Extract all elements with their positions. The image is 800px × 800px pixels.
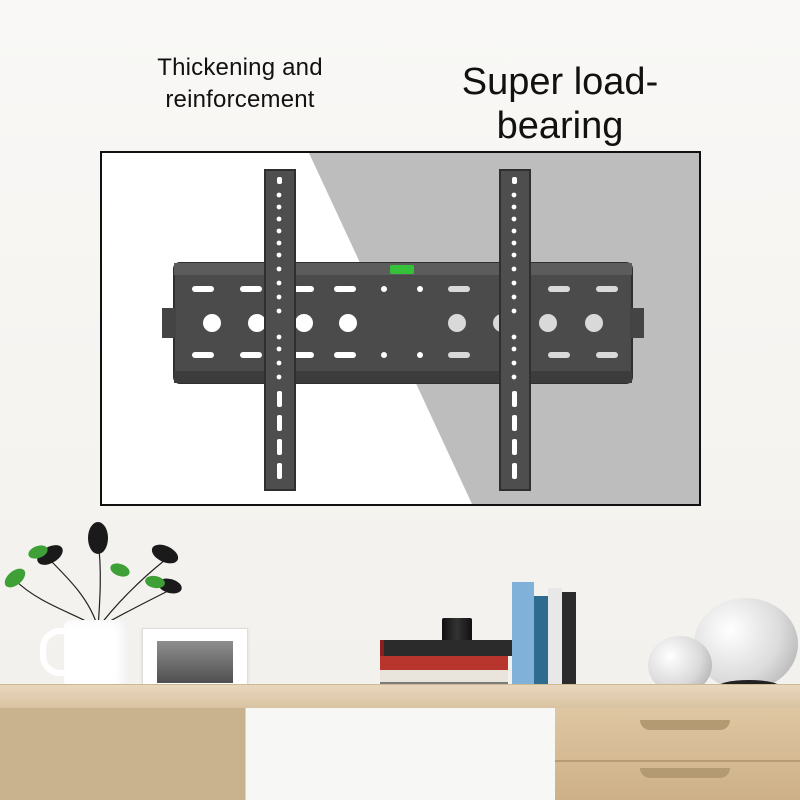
- upright-book-3: [548, 588, 562, 692]
- plant-leaves: [4, 522, 182, 629]
- stack-book-2: [380, 656, 508, 670]
- cabinet-left-panel: [0, 708, 245, 800]
- vase-handle: [40, 628, 76, 676]
- white-vase: [64, 620, 128, 696]
- bracket-bottom-slots: [192, 352, 618, 358]
- caption-load-bearing: Super load-bearing: [461, 61, 659, 147]
- upright-book-1: [512, 582, 534, 692]
- drawer-handle-bottom: [640, 768, 730, 778]
- bracket-left-tab: [162, 308, 176, 338]
- stack-book-3: [380, 670, 508, 682]
- cabinet-middle-door: [245, 708, 556, 800]
- upright-book-4: [562, 592, 576, 692]
- bubble-level-icon: [390, 265, 414, 274]
- upright-book-2: [534, 596, 548, 692]
- decor-sphere-large: [694, 598, 798, 690]
- drawer-handle-top: [640, 720, 730, 730]
- upright-books: [512, 582, 578, 692]
- caption-thickening-line2: reinforcement: [165, 86, 315, 113]
- drawer-divider: [555, 760, 800, 762]
- photo-image: [157, 641, 233, 683]
- cabinet-top: [0, 684, 800, 709]
- bracket-main-plate: [173, 262, 633, 384]
- bracket-right-arm: [499, 169, 531, 491]
- bracket-plate-bottom-lip: [174, 371, 632, 383]
- caption-thickening-line1: Thickening and: [157, 54, 323, 81]
- caption-thickening: Thickening and reinforcement: [150, 52, 330, 116]
- bracket-left-arm: [264, 169, 296, 491]
- tv-outline-frame: [100, 151, 701, 506]
- bracket-middle-holes: [203, 314, 603, 332]
- wall-mount-bracket-illustration: [162, 153, 699, 504]
- bracket-right-tab: [630, 308, 644, 338]
- stack-book-1: [380, 640, 512, 656]
